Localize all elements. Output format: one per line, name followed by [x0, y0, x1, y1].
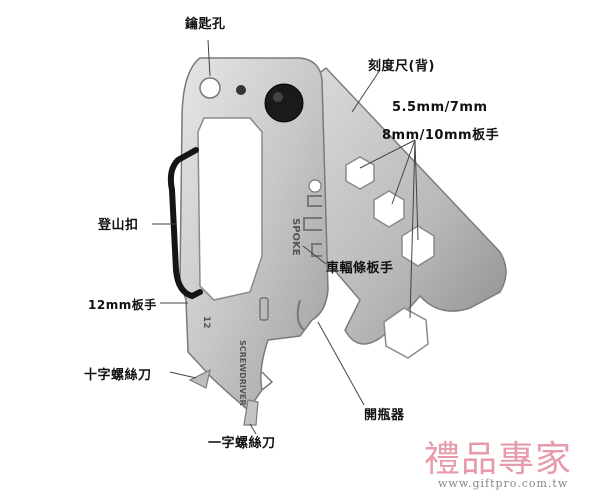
spoke-hole: [308, 179, 322, 193]
rivet: [236, 85, 246, 95]
main-plate: [179, 57, 329, 426]
screwdriver-engrave-icon: [259, 297, 269, 321]
bottle-opener: [296, 299, 305, 331]
label-scale: 刻度尺(背): [368, 59, 435, 74]
engrave-spoke: SPOKE: [290, 218, 301, 256]
carabiner-gate: [167, 147, 203, 300]
cross-notch: [261, 371, 274, 391]
label-wrench-12mm: 12mm板手: [88, 298, 157, 312]
label-keyhole: 鑰匙孔: [185, 17, 226, 32]
carabiner-window: [197, 117, 263, 301]
label-phillips: 十字螺絲刀: [84, 368, 152, 383]
label-flathead: 一字螺絲刀: [208, 436, 276, 451]
watermark-brand: 禮品專家: [424, 439, 573, 480]
flathead-tip: [243, 399, 259, 426]
watermark-url: www.giftpro.com.tw: [438, 477, 569, 490]
leader-lines: [152, 39, 419, 435]
pivot-screw: [264, 83, 304, 123]
hex-hole-7mm: [373, 190, 405, 228]
wrench-arm: [299, 66, 507, 359]
hex-hole-10mm: [383, 307, 429, 359]
label-carabiner: 登山扣: [98, 218, 139, 233]
engrave-12: 12: [201, 316, 211, 329]
hex-hole-5-5mm: [345, 156, 375, 190]
keyhole-ring: [199, 77, 221, 99]
label-bottle-opener: 開瓶器: [364, 408, 405, 423]
label-size-large: 8mm/10mm板手: [382, 128, 500, 143]
label-size-small: 5.5mm/7mm: [392, 100, 488, 115]
engrave-screwdriver: SCREWDRIVER: [238, 340, 247, 406]
label-spoke-wrench: 車輻條板手: [326, 261, 394, 276]
spoke-notches: [303, 195, 322, 257]
phillips-tip: [188, 368, 211, 389]
